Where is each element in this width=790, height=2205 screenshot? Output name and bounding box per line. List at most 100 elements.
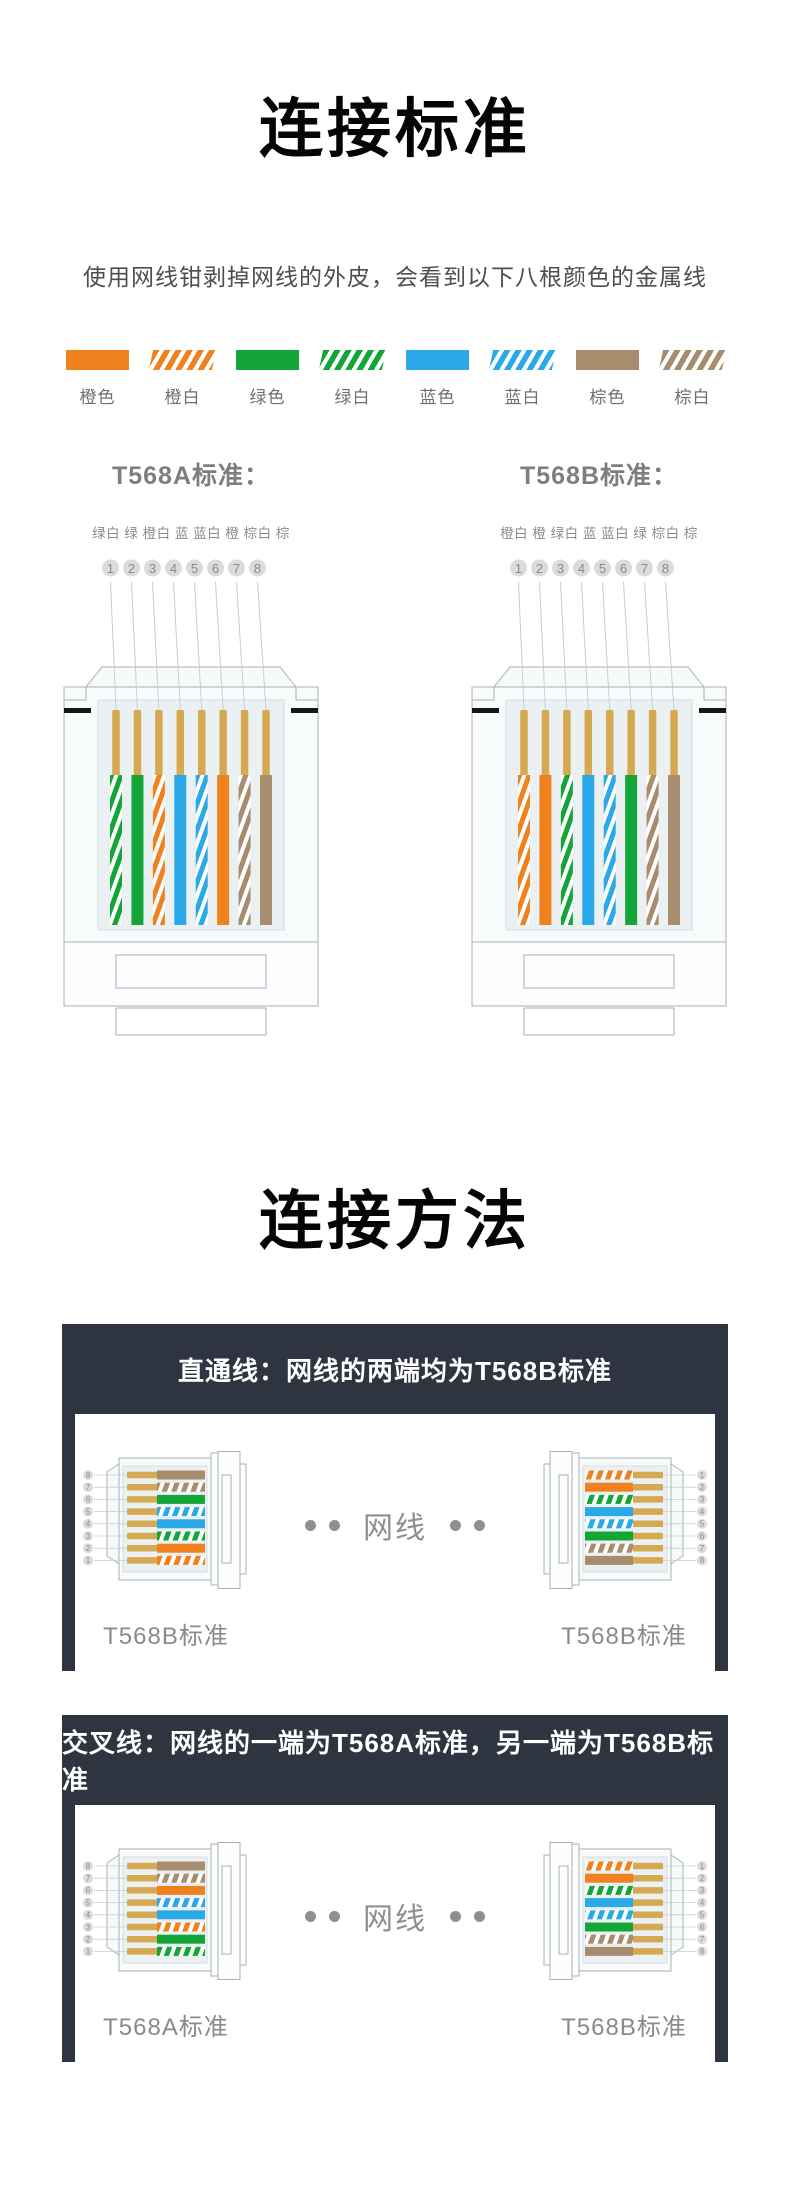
svg-text:3: 3 [149,561,156,576]
svg-text:1: 1 [86,1947,91,1956]
color-swatch-green [236,350,299,370]
svg-text:7: 7 [700,1935,705,1944]
legend-label: 绿色 [249,388,286,407]
legend-item: 蓝色 [406,350,469,408]
legend-label: 棕白 [674,388,711,407]
legend-item: 橙白 [148,350,217,408]
color-swatch-brown-white [658,350,727,370]
svg-text:7: 7 [86,1483,91,1492]
cable-dot [329,1910,340,1922]
svg-text:3: 3 [700,1886,705,1895]
cable-dot [450,1519,461,1531]
svg-text:2: 2 [128,561,135,576]
svg-text:6: 6 [700,1532,705,1541]
legend-label: 橙色 [79,388,116,407]
svg-text:5: 5 [86,1898,91,1907]
svg-text:8: 8 [86,1471,91,1480]
svg-text:5: 5 [599,561,606,576]
legend-label: 绿白 [334,388,371,407]
svg-text:1: 1 [700,1471,705,1480]
svg-text:7: 7 [86,1874,91,1883]
straight-through-body: 8 7 6 5 4 3 2 1 网线 1 2 3 4 5 6 7 8 T568B标准 T568B标准 [75,1414,715,1671]
svg-text:6: 6 [212,561,219,576]
t568a-title: T568A标准： [111,462,271,490]
svg-text:4: 4 [700,1898,705,1907]
svg-text:7: 7 [700,1544,705,1553]
svg-text:2: 2 [700,1483,705,1492]
svg-text:4: 4 [700,1507,705,1516]
cable-label: 网线 [363,1903,427,1936]
section-standard-title: 连接标准 [259,93,531,165]
svg-text:6: 6 [620,561,627,576]
svg-text:8: 8 [700,1556,705,1565]
svg-text:4: 4 [86,1520,91,1529]
svg-text:5: 5 [700,1520,705,1529]
cable-dot [474,1910,485,1922]
section-method-title: 连接方法 [259,1185,531,1257]
t568a-wire-order-labels: 绿白 绿 橙白 蓝 蓝白 橙 棕白 棕 [92,526,290,541]
svg-text:5: 5 [700,1911,705,1920]
legend-label: 橙白 [164,388,201,407]
left-plug-label: T568A标准 [103,2014,229,2041]
svg-text:1: 1 [107,561,114,576]
cable-label: 网线 [363,1512,427,1545]
cable-dot [450,1910,461,1922]
legend-item: 棕色 [576,350,639,408]
right-plug-label: T568B标准 [561,2014,687,2041]
left-plug-diagram: 8 7 6 5 4 3 2 1 [83,1842,247,1980]
svg-text:4: 4 [86,1911,91,1920]
left-plug-label: T568B标准 [103,1623,229,1650]
legend-label: 蓝白 [504,388,541,407]
svg-text:2: 2 [700,1874,705,1883]
svg-text:1: 1 [86,1556,91,1565]
cable-dot [305,1519,316,1531]
legend-label: 蓝色 [419,388,456,407]
straight-through-panel: 直通线：网线的两端均为T568B标准 8 7 6 5 4 3 2 1 网线 1 2 3 4 5 6 7 8 … [62,1324,728,1671]
svg-text:6: 6 [86,1886,91,1895]
svg-text:5: 5 [191,561,198,576]
right-plug-diagram: 1 2 3 4 5 6 7 8 [543,1451,707,1589]
color-swatch-orange-white [148,350,217,370]
crossover-panel: 交叉线：网线的一端为T568A标准，另一端为T568B标准 8 7 6 5 4 3 2 1 网… [62,1715,728,2062]
straight-through-header: 直通线：网线的两端均为T568B标准 [177,1355,613,1386]
standard-subtitle: 使用网线钳剥掉网线的外皮，会看到以下八根颜色的金属线 [83,264,707,290]
cable-link: 网线 [251,1503,539,1547]
svg-text:2: 2 [86,1544,91,1553]
svg-text:1: 1 [515,561,522,576]
color-swatch-orange [66,350,129,370]
svg-text:6: 6 [86,1495,91,1504]
cable-dot [329,1519,340,1531]
color-swatch-brown [576,350,639,370]
cable-link: 网线 [251,1894,539,1938]
page: 连接标准 使用网线钳剥掉网线的外皮，会看到以下八根颜色的金属线 橙色橙白绿色绿白… [0,93,790,2062]
cable-dot [474,1519,485,1531]
svg-text:4: 4 [170,561,177,576]
legend-item: 棕白 [658,350,727,408]
svg-text:3: 3 [700,1495,705,1504]
svg-text:8: 8 [700,1947,705,1956]
color-swatch-blue [406,350,469,370]
legend-item: 橙色 [66,350,129,408]
svg-text:2: 2 [86,1935,91,1944]
legend-label: 棕色 [589,388,626,407]
color-swatch-green-white [318,350,387,370]
svg-text:3: 3 [557,561,564,576]
svg-text:3: 3 [86,1532,91,1541]
svg-text:8: 8 [254,561,261,576]
crossover-header: 交叉线：网线的一端为T568A标准，另一端为T568B标准 [62,1728,715,1795]
legend-item: 绿色 [236,350,299,408]
t568b-wire-order-labels: 橙白 橙 绿白 蓝 蓝白 绿 棕白 棕 [500,526,698,541]
svg-text:8: 8 [662,561,669,576]
svg-text:3: 3 [86,1923,91,1932]
svg-text:7: 7 [233,561,240,576]
right-plug-label: T568B标准 [561,1623,687,1650]
svg-text:1: 1 [700,1862,705,1871]
svg-text:8: 8 [86,1862,91,1871]
svg-text:2: 2 [536,561,543,576]
